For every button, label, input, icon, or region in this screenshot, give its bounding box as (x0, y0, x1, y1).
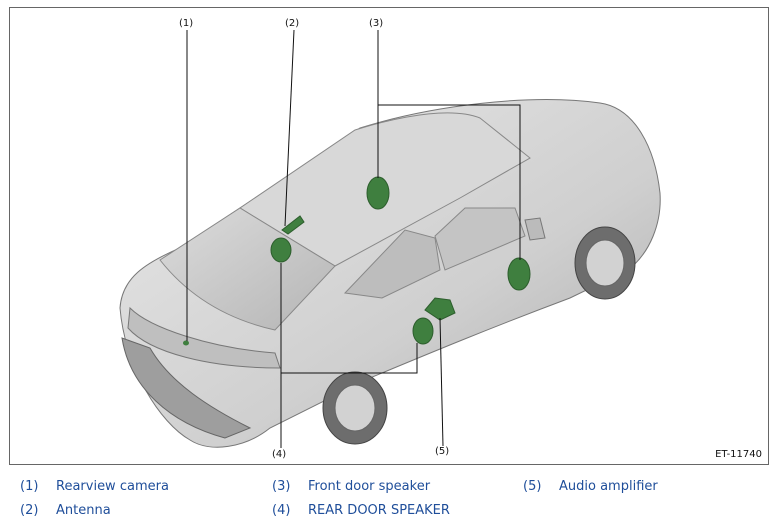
side-window-rear (343, 229, 441, 299)
rear-bumper (121, 337, 252, 439)
legend-item-rearview-camera: (1) Rearview camera (20, 479, 169, 494)
legend-label: Audio amplifier (559, 479, 658, 494)
callout-3: (3) (369, 18, 384, 29)
legend-label: Front door speaker (308, 479, 431, 494)
figure-code: ET-11740 (715, 449, 762, 460)
side-mirror (524, 217, 546, 241)
front-wheel (574, 226, 636, 300)
legend-number: (1) (20, 479, 39, 494)
leader-lines (186, 29, 521, 448)
rearview-camera-part (183, 340, 189, 346)
legend-number: (2) (20, 503, 39, 518)
rear-door-speaker-right-part (412, 317, 434, 345)
legend-number: (4) (272, 503, 291, 518)
legend-item-audio-amplifier: (5) Audio amplifier (523, 479, 658, 494)
legend: (1) Rearview camera (2) Antenna (3) Front d… (0, 470, 780, 527)
legend-label: Antenna (56, 503, 111, 518)
front-door-speaker-left-part (366, 176, 390, 210)
car-illustration (119, 29, 661, 448)
legend-item-rear-door-speaker: (4) REAR DOOR SPEAKER (272, 503, 450, 518)
rear-wheel (322, 371, 388, 445)
antenna-part (281, 215, 305, 235)
callout-5: (5) (435, 446, 450, 457)
rear-door-speaker-left-part (270, 237, 292, 263)
audio-amplifier-part (424, 297, 456, 321)
front-door-speaker-right-part (507, 257, 531, 291)
legend-label: Rearview camera (56, 479, 169, 494)
trunk-lid (127, 306, 281, 369)
legend-number: (5) (523, 479, 542, 494)
callout-2: (2) (285, 18, 300, 29)
legend-number: (3) (272, 479, 291, 494)
rear-window (159, 207, 336, 331)
legend-item-antenna: (2) Antenna (20, 503, 111, 518)
legend-label: REAR DOOR SPEAKER (308, 503, 450, 518)
diagram-frame: (1) (2) (3) (4) (5) ET-11740 (9, 7, 769, 465)
callout-4: (4) (272, 449, 287, 460)
callout-1: (1) (179, 18, 194, 29)
legend-item-front-door-speaker: (3) Front door speaker (272, 479, 430, 494)
